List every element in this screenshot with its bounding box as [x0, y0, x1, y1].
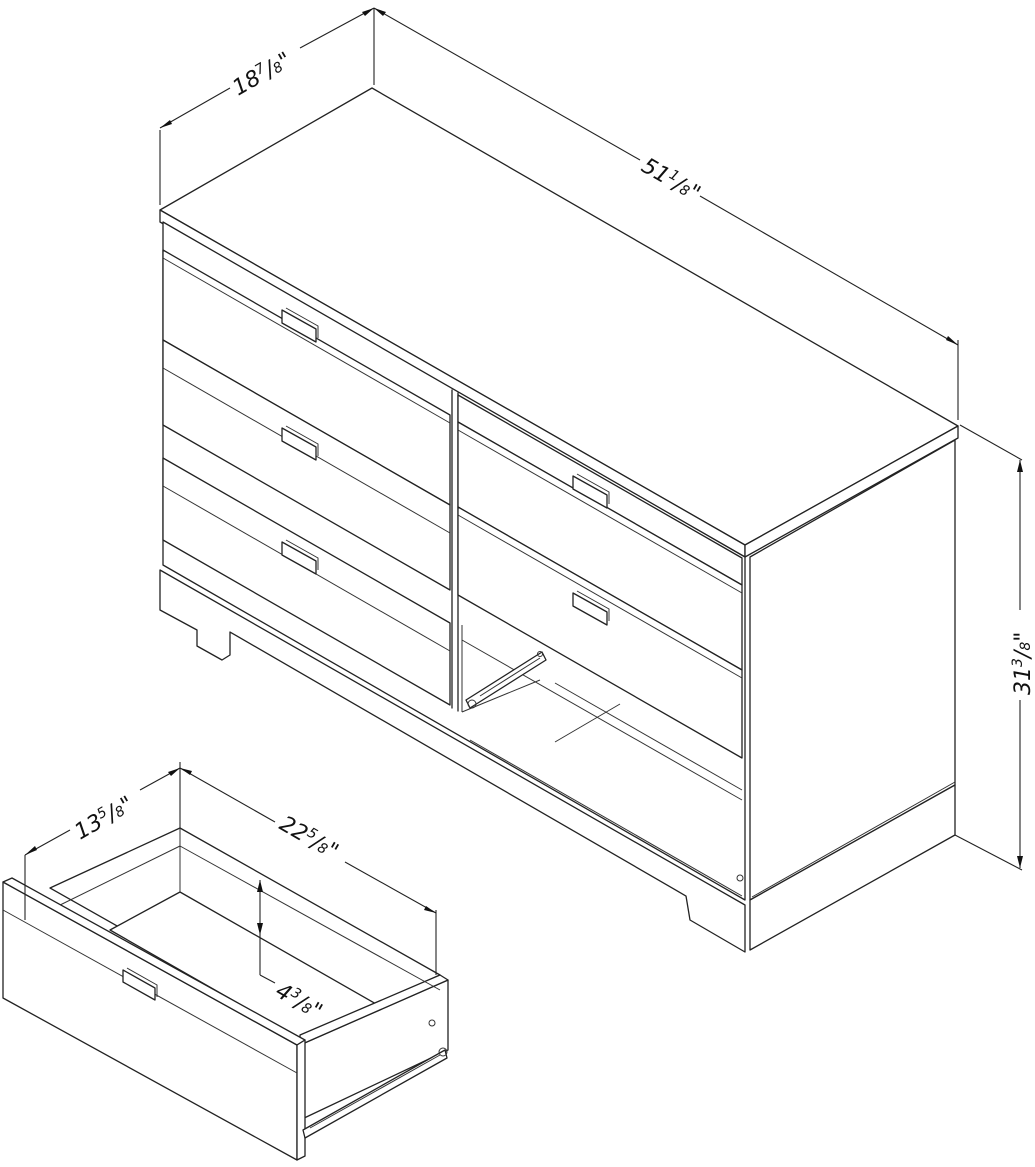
handle-icon — [122, 967, 158, 1001]
drawer-left-2[interactable] — [162, 339, 451, 591]
drawer-right-1[interactable] — [457, 394, 743, 671]
handle-icon — [281, 425, 319, 461]
slide-rail-icon — [465, 651, 547, 709]
dimension-label-height: 313/8" — [1010, 632, 1035, 695]
dimension-label-drawer-width: 135/8" — [70, 791, 138, 845]
drawer-left-3[interactable] — [162, 457, 451, 706]
dresser-front-plinth — [159, 569, 746, 953]
slide-rail-icon — [302, 1019, 448, 1139]
open-drawer-cavity — [461, 625, 744, 897]
handle-icon — [281, 307, 319, 343]
dimension-label-depth: 187/8" — [228, 47, 296, 101]
dresser — [159, 87, 959, 953]
drawer-left-1[interactable] — [162, 249, 451, 506]
handle-icon — [572, 590, 610, 626]
handle-icon — [281, 539, 319, 575]
dimension-label-drawer-depth: 225/8" — [275, 811, 343, 865]
dimension-label-drawer-height: 43/8" — [271, 978, 327, 1025]
dresser-top-side-edge — [744, 425, 959, 558]
handle-icon — [572, 473, 610, 509]
detached-drawer — [2, 827, 449, 1161]
dimension-label-width: 511/8" — [637, 153, 705, 207]
dimension-drawer-height: 43/8" — [257, 880, 327, 1025]
dimension-height: 313/8" — [954, 424, 1035, 871]
drawer-right-2[interactable] — [457, 506, 743, 759]
